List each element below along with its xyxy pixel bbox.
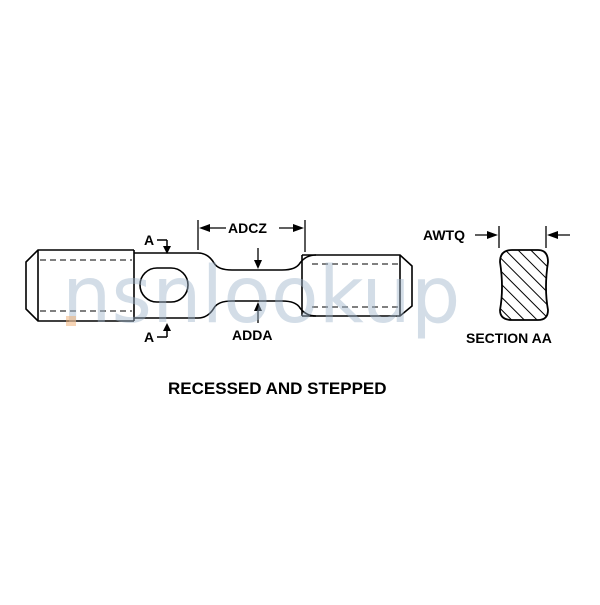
recessed-neck	[197, 252, 317, 319]
section-hatch	[500, 250, 548, 320]
section-marker-bottom: A	[144, 323, 171, 345]
arrow-left-icon	[547, 231, 558, 239]
arrow-right-icon	[293, 224, 304, 232]
watermark-text: nsnlookup	[62, 251, 460, 341]
arrow-left-icon	[199, 224, 210, 232]
length-dim-label: ADCZ	[228, 220, 267, 236]
thread-lines	[40, 259, 398, 312]
length-dimension	[197, 220, 306, 252]
section-title: SECTION AA	[466, 330, 552, 346]
diagram-caption: RECESSED AND STEPPED	[168, 379, 387, 398]
right-threaded-end	[302, 254, 413, 317]
section-marker-top-label: A	[144, 232, 154, 248]
arrow-right-icon	[487, 231, 498, 239]
arrow-down-icon	[163, 246, 171, 254]
stud-body	[25, 249, 413, 322]
section-marker-bottom-label: A	[144, 329, 154, 345]
oval-slot	[139, 267, 189, 303]
section-marker-top: A	[144, 232, 171, 254]
section-view	[499, 249, 549, 321]
square-section	[134, 252, 198, 319]
section-width-dimension	[475, 226, 570, 248]
arrow-down-icon	[254, 260, 262, 269]
diameter-dim-label: ADDA	[232, 327, 272, 343]
arrow-up-icon	[254, 302, 262, 311]
section-width-dim-label: AWTQ	[423, 227, 465, 243]
arrow-up-icon	[163, 323, 171, 331]
diameter-dimension	[254, 248, 262, 323]
left-threaded-end	[25, 249, 134, 322]
section-outline	[499, 249, 549, 321]
watermark-dot	[66, 316, 76, 326]
